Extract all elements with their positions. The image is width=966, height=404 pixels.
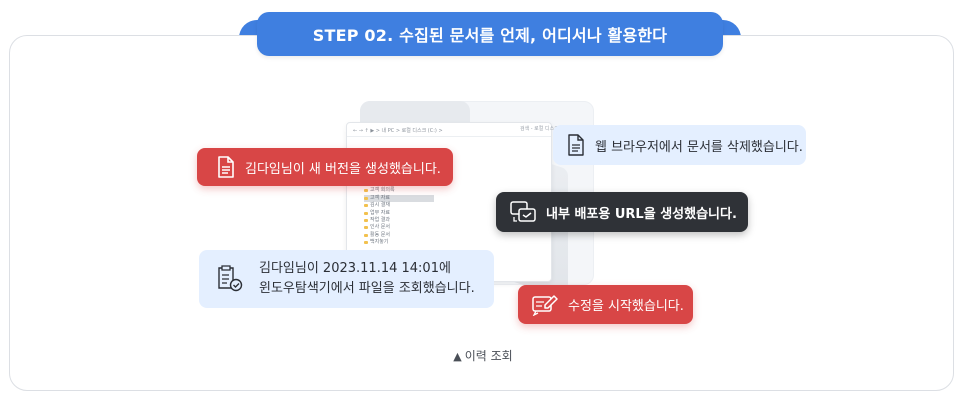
edit-icon xyxy=(532,294,558,316)
triangle-up-icon: ▲ xyxy=(453,350,462,363)
explorer-search-box: 검색 - 로컬 디스크 xyxy=(520,126,559,132)
tree-item: 업무 자료 xyxy=(364,210,434,217)
notification-line-2: 윈도우탐색기에서 파일을 조회했습니다. xyxy=(259,281,475,296)
notification-internal-url: 내부 배포용 URL을 생성했습니다. xyxy=(496,192,748,232)
notification-text: 김다임님이 2023.11.14 14:01에 윈도우탐색기에서 파일을 조회했… xyxy=(259,259,475,299)
notification-edit-start: 수정을 시작했습니다. xyxy=(518,285,693,324)
explorer-folder-tree: 고객 사내문서 고객 회의록 고객 자료 김시 결재 업무 자료 작업 결과 인… xyxy=(364,180,434,247)
notification-line-1: 김다임님이 2023.11.14 14:01에 xyxy=(259,261,451,276)
share-link-icon xyxy=(510,201,536,223)
tree-item: 작업 결과 xyxy=(364,217,434,224)
document-icon xyxy=(217,156,235,178)
checklist-icon xyxy=(217,265,243,293)
caption: ▲이력 조회 xyxy=(0,347,966,364)
tree-item: 백지놓기 xyxy=(364,239,434,246)
notification-text: 내부 배포용 URL을 생성했습니다. xyxy=(546,206,737,222)
tree-item-selected: 고객 자료 xyxy=(364,194,434,203)
step-title: STEP 02. 수집된 문서를 언제, 어디서나 활용한다 xyxy=(239,12,741,56)
notification-text: 웹 브라우저에서 문서를 삭제했습니다. xyxy=(595,139,803,155)
notification-text: 김다임님이 새 버전을 생성했습니다. xyxy=(245,161,441,177)
tree-item: 인사 문서 xyxy=(364,224,434,231)
notification-history-view: 김다임님이 2023.11.14 14:01에 윈도우탐색기에서 파일을 조회했… xyxy=(199,250,494,308)
caption-text: 이력 조회 xyxy=(464,349,513,363)
document-icon xyxy=(567,134,585,156)
notification-text: 수정을 시작했습니다. xyxy=(568,299,684,314)
tree-item: 김시 결재 xyxy=(364,202,434,209)
notification-new-version: 김다임님이 새 버전을 생성했습니다. xyxy=(197,148,453,186)
tree-item: 고객 회의록 xyxy=(364,187,434,194)
explorer-address-bar: ← → ↑ ▶ > 내 PC > 로컬 디스크 (C:) > xyxy=(347,123,551,137)
notification-web-delete: 웹 브라우저에서 문서를 삭제했습니다. xyxy=(553,125,806,165)
tree-item: 활동 문서 xyxy=(364,232,434,239)
